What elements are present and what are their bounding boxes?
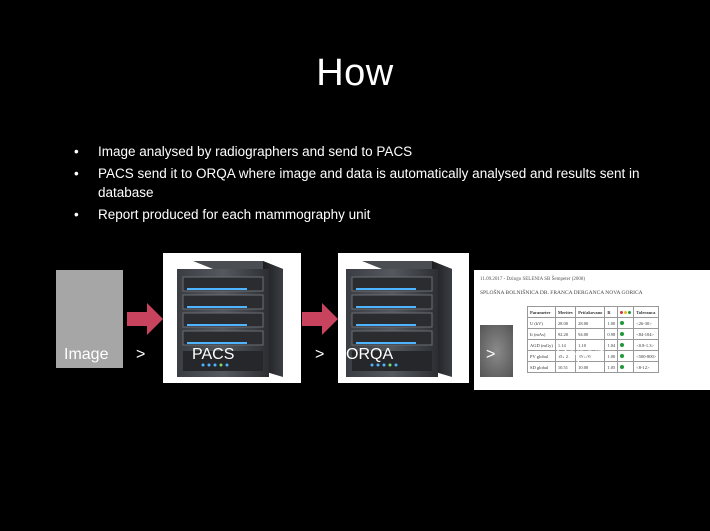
caption-separator: > [486, 346, 496, 363]
report-header: 11.09.2017 - Dzlogo SELENIA SB Šempeter … [480, 277, 586, 282]
right-arrow-icon [302, 303, 338, 335]
traffic-light-icon [617, 306, 635, 318]
table-cell: 1.00 [604, 350, 619, 362]
table-row: U (kV) 28.00 28.00 1.00 <26-30> [527, 317, 660, 329]
table-cell: <26-30> [633, 317, 660, 329]
caption-orqa: ORQA [346, 346, 394, 363]
table-row: AGD (mGy) 1.14 1.10 1.04 <0.8-1.3> [527, 339, 660, 351]
report-col-header: R [604, 306, 619, 318]
table-cell: U (kV) [527, 317, 556, 329]
table-cell: It (mAs) [527, 328, 556, 340]
report-col-header: Pričakovano [575, 306, 606, 318]
table-cell: <0.8-1.3> [633, 339, 660, 351]
caption-separator: > [136, 346, 146, 363]
status-dot-icon [617, 361, 635, 373]
table-cell: <84-104> [633, 328, 660, 340]
report-table: Parameter Meritev Pričakovano R Toleranc… [527, 306, 660, 373]
table-cell: 1.00 [604, 317, 619, 329]
status-dot-icon [617, 350, 635, 362]
table-cell: 10.00 [575, 361, 606, 373]
report-col-header: Parameter [527, 306, 556, 318]
report-col-header: Toleranca [633, 306, 660, 318]
table-row: PV global 651.21 650.00 1.00 <500-800> [527, 350, 660, 362]
orqa-server-image [338, 253, 469, 383]
table-cell: 94.00 [575, 328, 606, 340]
table-row: SD global 10.51 10.00 1.05 <8-12> [527, 361, 660, 373]
table-cell: 10.51 [554, 361, 577, 373]
report-table-header-row: Parameter Meritev Pričakovano R Toleranc… [527, 306, 660, 318]
bullet-dot: • [74, 144, 79, 159]
status-dot-icon [617, 317, 635, 329]
slide-title: How [316, 52, 394, 94]
caption-pacs: PACS [192, 346, 235, 363]
bullet-item: • Report produced for each mammography u… [72, 205, 672, 224]
table-cell: 1.05 [604, 361, 619, 373]
report-thumbnail: 11.09.2017 - Dzlogo SELENIA SB Šempeter … [474, 270, 710, 390]
report-col-header: Meritev [554, 306, 577, 318]
table-cell: <8-12> [633, 361, 660, 373]
bullet-text: Report produced for each mammography uni… [98, 207, 371, 222]
table-cell: <500-800> [633, 350, 660, 362]
table-cell: 92.20 [554, 328, 577, 340]
server-icon [346, 261, 452, 377]
table-cell: 28.00 [554, 317, 577, 329]
caption-image: Image [64, 346, 109, 363]
table-cell: PV global [527, 350, 556, 362]
pacs-server-image [163, 253, 301, 383]
status-dot-icon [617, 328, 635, 340]
table-cell: 1.04 [604, 339, 619, 351]
table-cell: SD global [527, 361, 556, 373]
table-cell: 0.98 [604, 328, 619, 340]
status-dot-icon [617, 339, 635, 351]
bullet-dot: • [74, 207, 79, 222]
mammogram-thumbnail [480, 325, 513, 377]
table-cell: AGD (mGy) [527, 339, 556, 351]
table-cell: 28.00 [575, 317, 606, 329]
bullet-item: • Image analysed by radiographers and se… [72, 142, 672, 161]
bullet-text: Image analysed by radiographers and send… [98, 144, 413, 159]
caption-separator: > [315, 346, 325, 363]
bullet-text: PACS send it to ORQA where image and dat… [98, 166, 640, 200]
right-arrow-icon [127, 303, 163, 335]
caption-report: Report [556, 346, 605, 363]
image-placeholder [56, 270, 123, 368]
bullet-dot: • [74, 166, 79, 181]
server-icon [177, 261, 283, 377]
report-hospital: SPLOŠNA BOLNIŠNICA DR. FRANCA DERGANCA N… [480, 290, 643, 296]
table-row: It (mAs) 92.20 94.00 0.98 <84-104> [527, 328, 660, 340]
bullet-list: • Image analysed by radiographers and se… [72, 142, 672, 227]
bullet-item: • PACS send it to ORQA where image and d… [72, 164, 672, 202]
